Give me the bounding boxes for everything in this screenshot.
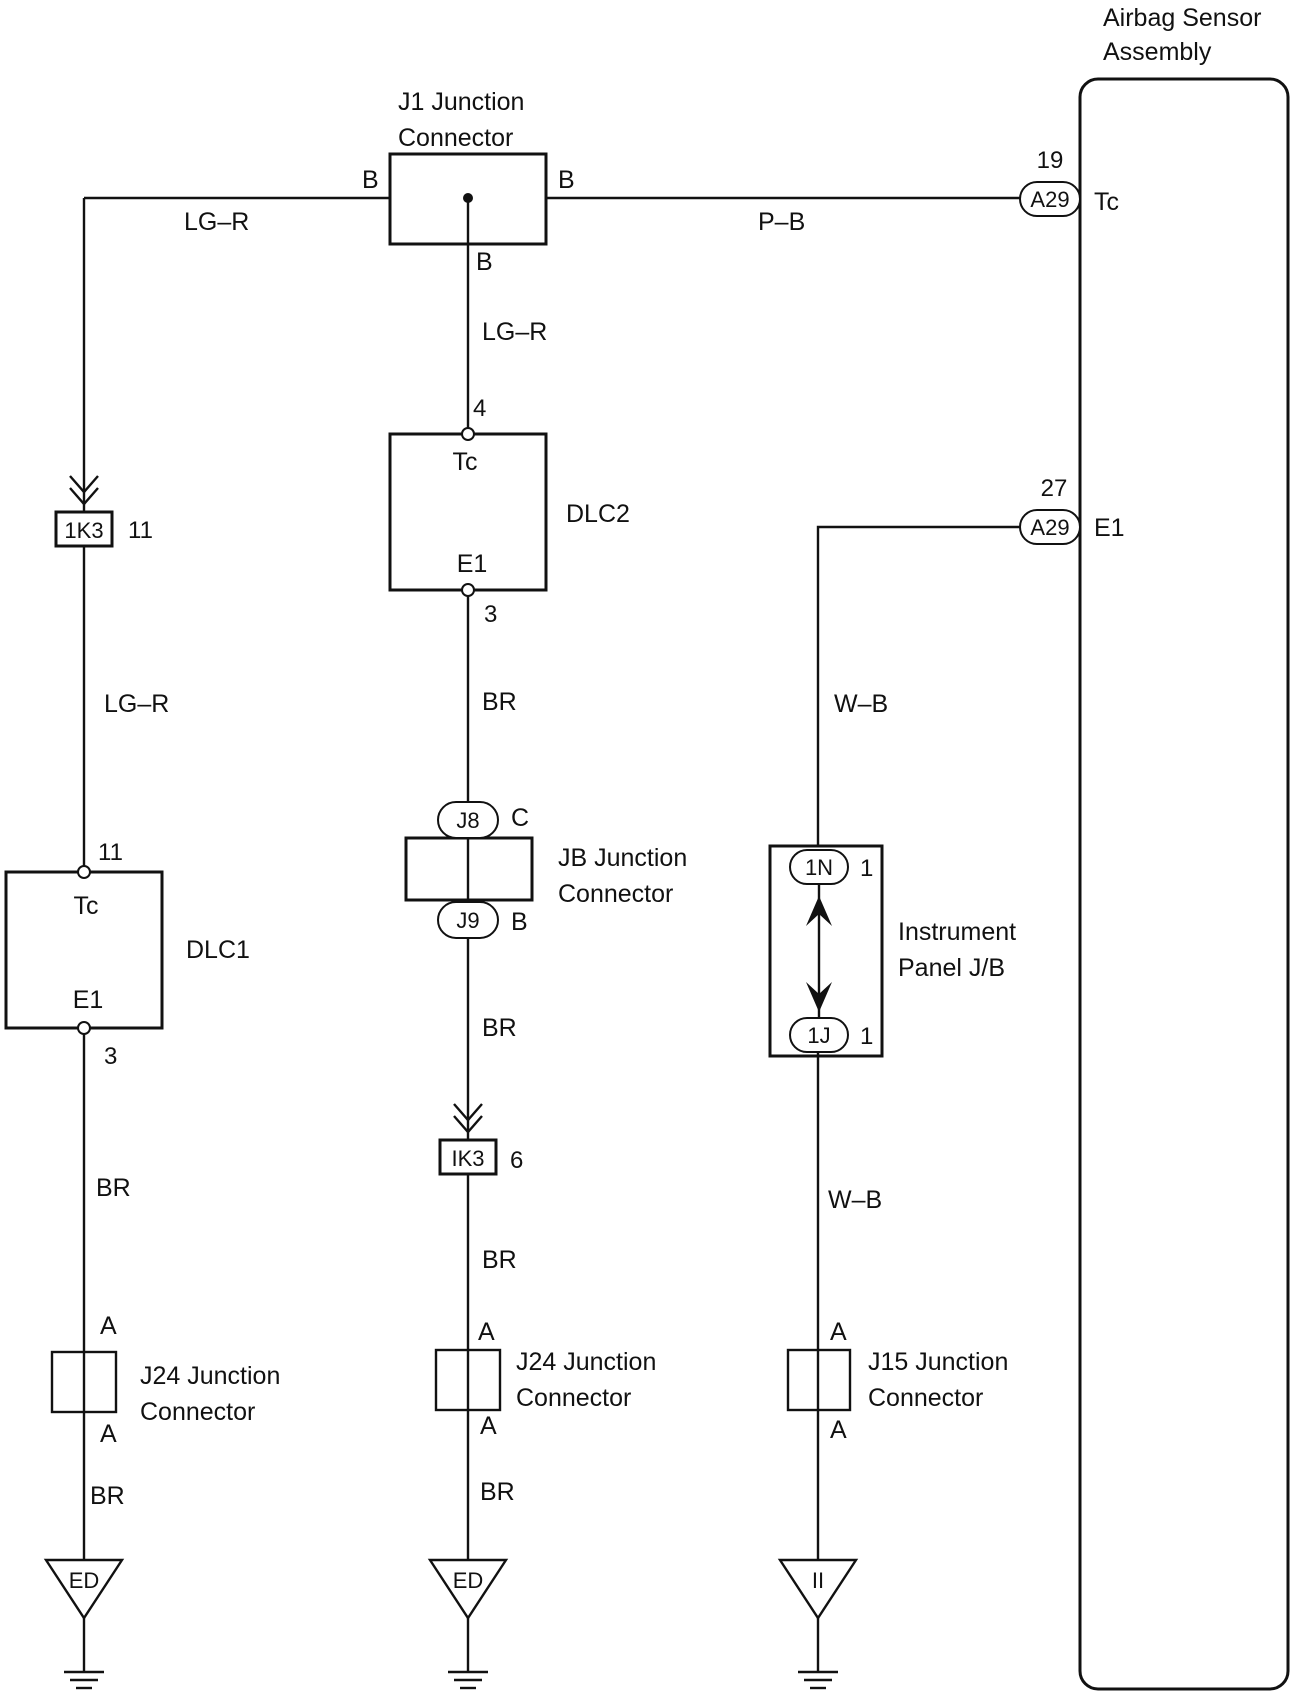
j24-center-pin-bottom: A bbox=[480, 1412, 497, 1440]
ik3-left-pin: 11 bbox=[128, 517, 153, 544]
ground-right-label: II bbox=[812, 1568, 824, 1593]
dlc2-top-pin: 4 bbox=[473, 395, 486, 422]
dlc2-name: DLC2 bbox=[566, 500, 630, 528]
j8-pin: C bbox=[511, 804, 529, 832]
dlc1-name: DLC1 bbox=[186, 936, 250, 964]
j24-left-title-line2: Connector bbox=[140, 1398, 255, 1426]
dlc1-e1-label: E1 bbox=[73, 986, 104, 1014]
wire-label-ik3-down: BR bbox=[482, 1246, 517, 1274]
j24-left-junction: A A J24 Junction Connector bbox=[50, 1312, 280, 1448]
jb-junction-connector: J8 C J9 B JB Junction Connector bbox=[404, 801, 687, 939]
ik3-center-arrow-upper bbox=[453, 1103, 483, 1122]
dlc1-tc-label: Tc bbox=[74, 892, 99, 920]
a29-tc-connector: A29 19 Tc bbox=[1019, 147, 1119, 217]
dlc1-top-pin: 11 bbox=[98, 839, 123, 866]
ik3-left-connector: 1K3 11 bbox=[54, 510, 153, 548]
ipjb-1n-label: 1N bbox=[805, 855, 833, 880]
ground-center-label: ED bbox=[453, 1568, 484, 1593]
airbag-sensor-body bbox=[1078, 77, 1290, 1691]
ground-left: ED bbox=[43, 1558, 125, 1690]
ik3-center-arrow-lower bbox=[453, 1115, 483, 1134]
ipjb-1n-pin: 1 bbox=[860, 855, 873, 882]
wire-label-left-mid: LG–R bbox=[104, 690, 169, 718]
ipjb-arrow-down-icon bbox=[806, 982, 832, 1012]
j24-center-title-line2: Connector bbox=[516, 1384, 631, 1412]
dlc1-box bbox=[4, 870, 164, 1030]
j24-left-pin-bottom: A bbox=[100, 1420, 117, 1448]
j24-center-title-line1: J24 Junction bbox=[516, 1348, 656, 1376]
ik3-left-code: 1K3 bbox=[64, 518, 103, 543]
j15-pin-top: A bbox=[830, 1318, 847, 1346]
j24-left-title-line1: J24 Junction bbox=[140, 1362, 280, 1390]
j1-pin-left: B bbox=[362, 166, 379, 194]
j15-pin-bottom: A bbox=[830, 1416, 847, 1444]
j1-title-line1: J1 Junction bbox=[398, 88, 524, 116]
j9-label: J9 bbox=[456, 908, 479, 933]
ipjb-1j-pin: 1 bbox=[860, 1023, 873, 1050]
jb-title-line2: Connector bbox=[558, 880, 673, 908]
airbag-sensor-title-line1: Airbag Sensor bbox=[1103, 4, 1261, 32]
ik3-center-box bbox=[438, 1138, 498, 1176]
j1-pin-right: B bbox=[558, 166, 575, 194]
j1-pin-bottom: B bbox=[476, 248, 493, 276]
wire-label-center-bottom: BR bbox=[480, 1478, 515, 1506]
j8-connector bbox=[437, 801, 499, 839]
dlc2-box bbox=[388, 432, 548, 592]
ik3-center-pin: 6 bbox=[510, 1147, 523, 1174]
ik3-center-connector: IK3 6 bbox=[438, 1138, 523, 1176]
j15-title-line2: Connector bbox=[868, 1384, 983, 1412]
ik3-center-code: IK3 bbox=[451, 1146, 484, 1171]
ik3-left-arrow-upper bbox=[69, 475, 99, 494]
dlc1-connector: 11 Tc E1 3 DLC1 bbox=[4, 839, 250, 1070]
airbag-tc-terminal: Tc bbox=[1094, 188, 1119, 216]
wire-label-right-top: W–B bbox=[834, 690, 888, 718]
wire-label-right-bottom: W–B bbox=[828, 1186, 882, 1214]
dlc2-e1-label: E1 bbox=[457, 550, 488, 578]
ipjb-title-line1: Instrument bbox=[898, 918, 1016, 946]
a29-e1-pin-number: 27 bbox=[1041, 475, 1068, 502]
ground-left-label: ED bbox=[69, 1568, 100, 1593]
ik3-left-arrow-lower bbox=[69, 487, 99, 506]
j1-title-line2: Connector bbox=[398, 124, 513, 152]
wire-label-j1-down: LG–R bbox=[482, 318, 547, 346]
a29-tc-conn-label: A29 bbox=[1030, 187, 1069, 212]
wire-label-left-bottom1: BR bbox=[96, 1174, 131, 1202]
jb-title-line1: JB Junction bbox=[558, 844, 687, 872]
dlc2-bottom-pin: 3 bbox=[484, 601, 497, 628]
j24-center-pin-top: A bbox=[478, 1318, 495, 1346]
ipjb-title-line2: Panel J/B bbox=[898, 954, 1005, 982]
ipjb-1j-label: 1J bbox=[807, 1023, 830, 1048]
wire-label-dlc2-down: BR bbox=[482, 688, 517, 716]
j9-pin: B bbox=[511, 908, 528, 936]
airbag-e1-terminal: E1 bbox=[1094, 514, 1125, 542]
airbag-sensor-assembly: Airbag Sensor Assembly bbox=[1078, 4, 1290, 1691]
instrument-panel-jb: 1N 1 1J 1 Instrument Panel J/B bbox=[768, 844, 1016, 1058]
j15-junction: A A J15 Junction Connector bbox=[786, 1318, 1008, 1444]
j15-title-line1: J15 Junction bbox=[868, 1348, 1008, 1376]
top-wire: LG–R P–B bbox=[84, 196, 1022, 236]
dlc2-tc-label: Tc bbox=[453, 448, 478, 476]
wire-label-left-bottom2: BR bbox=[90, 1482, 125, 1510]
j1-junction-connector: J1 Junction Connector B B B LG–R bbox=[362, 88, 575, 432]
ik3-left-box bbox=[54, 510, 114, 548]
ground-center: ED bbox=[427, 1558, 509, 1690]
ground-right: II bbox=[777, 1558, 859, 1690]
wire-label-top-left: LG–R bbox=[184, 208, 249, 236]
dlc2-connector: 4 Tc E1 3 DLC2 bbox=[388, 395, 630, 628]
a29-e1-conn-label: A29 bbox=[1030, 515, 1069, 540]
ipjb-arrow-up-icon bbox=[806, 896, 832, 926]
airbag-sensor-title-line2: Assembly bbox=[1103, 38, 1212, 66]
j8-label: J8 bbox=[456, 808, 479, 833]
j24-left-pin-top: A bbox=[100, 1312, 117, 1340]
wire-label-jb-down: BR bbox=[482, 1014, 517, 1042]
wire-label-top-right: P–B bbox=[758, 208, 805, 236]
dlc1-bottom-pin: 3 bbox=[104, 1043, 117, 1070]
j24-center-junction: A A J24 Junction Connector bbox=[434, 1318, 656, 1440]
a29-e1-connector: A29 27 E1 bbox=[1019, 475, 1125, 545]
a29-tc-pin-number: 19 bbox=[1037, 147, 1064, 174]
